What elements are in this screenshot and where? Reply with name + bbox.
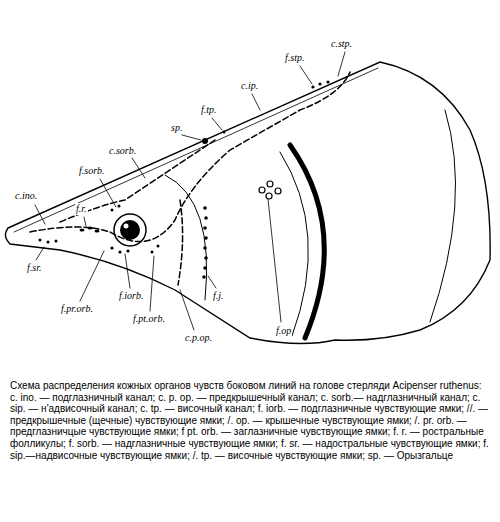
part-label: f.j. (212, 290, 225, 302)
part-label: f.stp. (284, 52, 305, 64)
part-label: f.op (275, 325, 292, 337)
part-label: f.iorb. (118, 290, 144, 302)
part-label: c.stp. (330, 38, 353, 50)
part-label: sp. (170, 122, 183, 134)
part-label: f.pt.orb. (132, 313, 166, 325)
figure-caption: Схема распределения кожных органов чувст… (10, 380, 490, 461)
part-label: f.sr. (26, 262, 42, 274)
part-label: c.ip. (240, 80, 259, 92)
part-label: f.tp. (200, 104, 218, 116)
part-label: f.pr.orb. (60, 303, 94, 315)
part-label: c.ino. (14, 190, 38, 202)
part-label: f.r. (75, 203, 88, 215)
part-label: c.sorb. (108, 145, 137, 157)
part-label: c.p.op. (184, 332, 213, 344)
part-label: f.sorb. (78, 165, 106, 177)
